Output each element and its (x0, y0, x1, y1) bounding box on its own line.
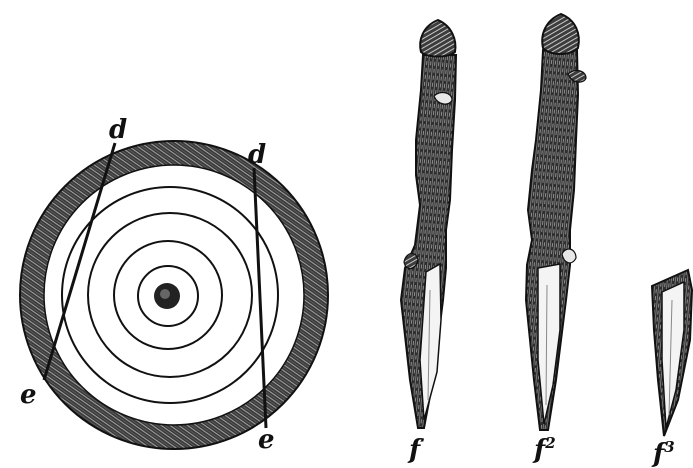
label-f1: f′ (407, 435, 424, 465)
label-e-right: e (258, 425, 275, 455)
label-e-left: e (20, 380, 37, 410)
twig-f2 (526, 14, 586, 430)
label-d-right: d (248, 140, 266, 170)
twig-f2-cut-face (538, 264, 560, 424)
twig-f1 (401, 20, 456, 428)
cross-section (20, 141, 328, 449)
twig-f1-side-bud-lower (404, 253, 418, 268)
label-f2: f2 (532, 434, 556, 465)
pith-highlight (160, 289, 170, 299)
label-d-left: d (109, 115, 127, 145)
twig-f2-bud (542, 14, 579, 54)
twig-f1-bud (420, 20, 455, 57)
twig-f3 (652, 270, 692, 436)
label-f3: f3 (651, 438, 675, 468)
